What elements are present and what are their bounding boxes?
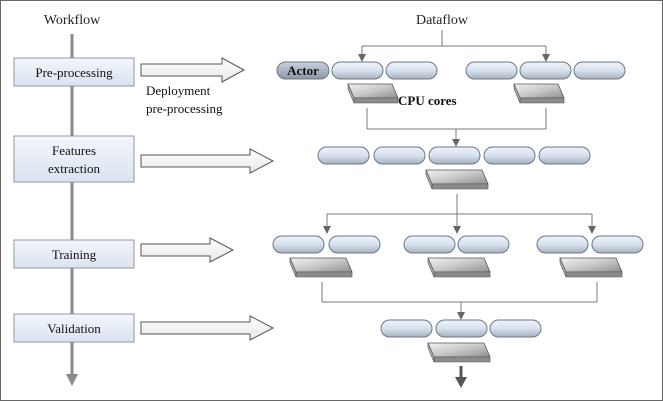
stage-validation: Validation — [13, 313, 135, 343]
actor-group-level-2 — [317, 146, 591, 165]
workflow-spine-arrowhead — [66, 374, 78, 386]
actor-pill — [373, 146, 426, 165]
connectors-level-3 — [323, 194, 596, 234]
actor-group-level-1: Actor — [276, 61, 626, 80]
cpu-core-chip — [425, 169, 489, 190]
connectors-level-1 — [358, 30, 550, 62]
deployment-note-line-1: Deployment — [146, 83, 211, 98]
actor-pill — [276, 61, 330, 80]
deployment-note-line-2: pre-processing — [146, 101, 223, 116]
actor-pill — [403, 235, 456, 254]
actor-pill — [317, 146, 370, 165]
block-arrow-training — [140, 237, 235, 263]
actor-group-level-3 — [272, 235, 644, 254]
actor-group-level-4 — [380, 319, 542, 338]
cpu-core-chip — [427, 257, 491, 278]
cpu-core-chip — [289, 257, 353, 278]
actor-pill — [385, 61, 438, 80]
stage-label-line-1: Features — [52, 143, 96, 158]
cpu-cores-label: CPU cores — [398, 93, 457, 108]
actor-pill — [573, 61, 626, 80]
stage-label: Training — [52, 247, 97, 262]
cpu-core-chip — [347, 83, 399, 104]
block-arrow-validation — [140, 315, 275, 341]
workflow-title: Workflow — [44, 13, 101, 28]
actor-pill — [489, 319, 542, 338]
actor-pill — [483, 146, 536, 165]
actor-pill — [457, 235, 510, 254]
actor-pill — [465, 61, 518, 80]
block-arrow-features-extraction — [140, 148, 275, 174]
actor-pill — [328, 235, 381, 254]
connectors-level-4 — [321, 282, 598, 320]
stage-label: Validation — [47, 321, 101, 336]
stage-label: Pre-processing — [35, 65, 113, 80]
actor-pill — [538, 146, 591, 165]
actor-pill — [435, 319, 488, 338]
actor-pill — [519, 61, 572, 80]
cpu-core-chip — [559, 257, 623, 278]
stage-pre-processing: Pre-processing — [13, 57, 135, 87]
cpu-core-chip — [427, 342, 491, 363]
output-arrowhead — [455, 377, 467, 388]
actor-label: Actor — [287, 63, 319, 78]
stage-training: Training — [13, 239, 135, 269]
dataflow-title: Dataflow — [416, 13, 469, 28]
actor-pill — [331, 61, 384, 80]
stage-features-extraction: Features extraction — [13, 135, 135, 183]
stage-label-line-2: extraction — [48, 161, 100, 176]
cpu-core-chip — [513, 83, 565, 104]
actor-pill — [428, 146, 481, 165]
actor-pill — [536, 235, 589, 254]
actor-pill — [272, 235, 325, 254]
actor-pill — [591, 235, 644, 254]
connectors-level-2 — [366, 108, 547, 147]
actor-pill — [380, 319, 433, 338]
block-arrow-pre-processing — [140, 57, 246, 83]
